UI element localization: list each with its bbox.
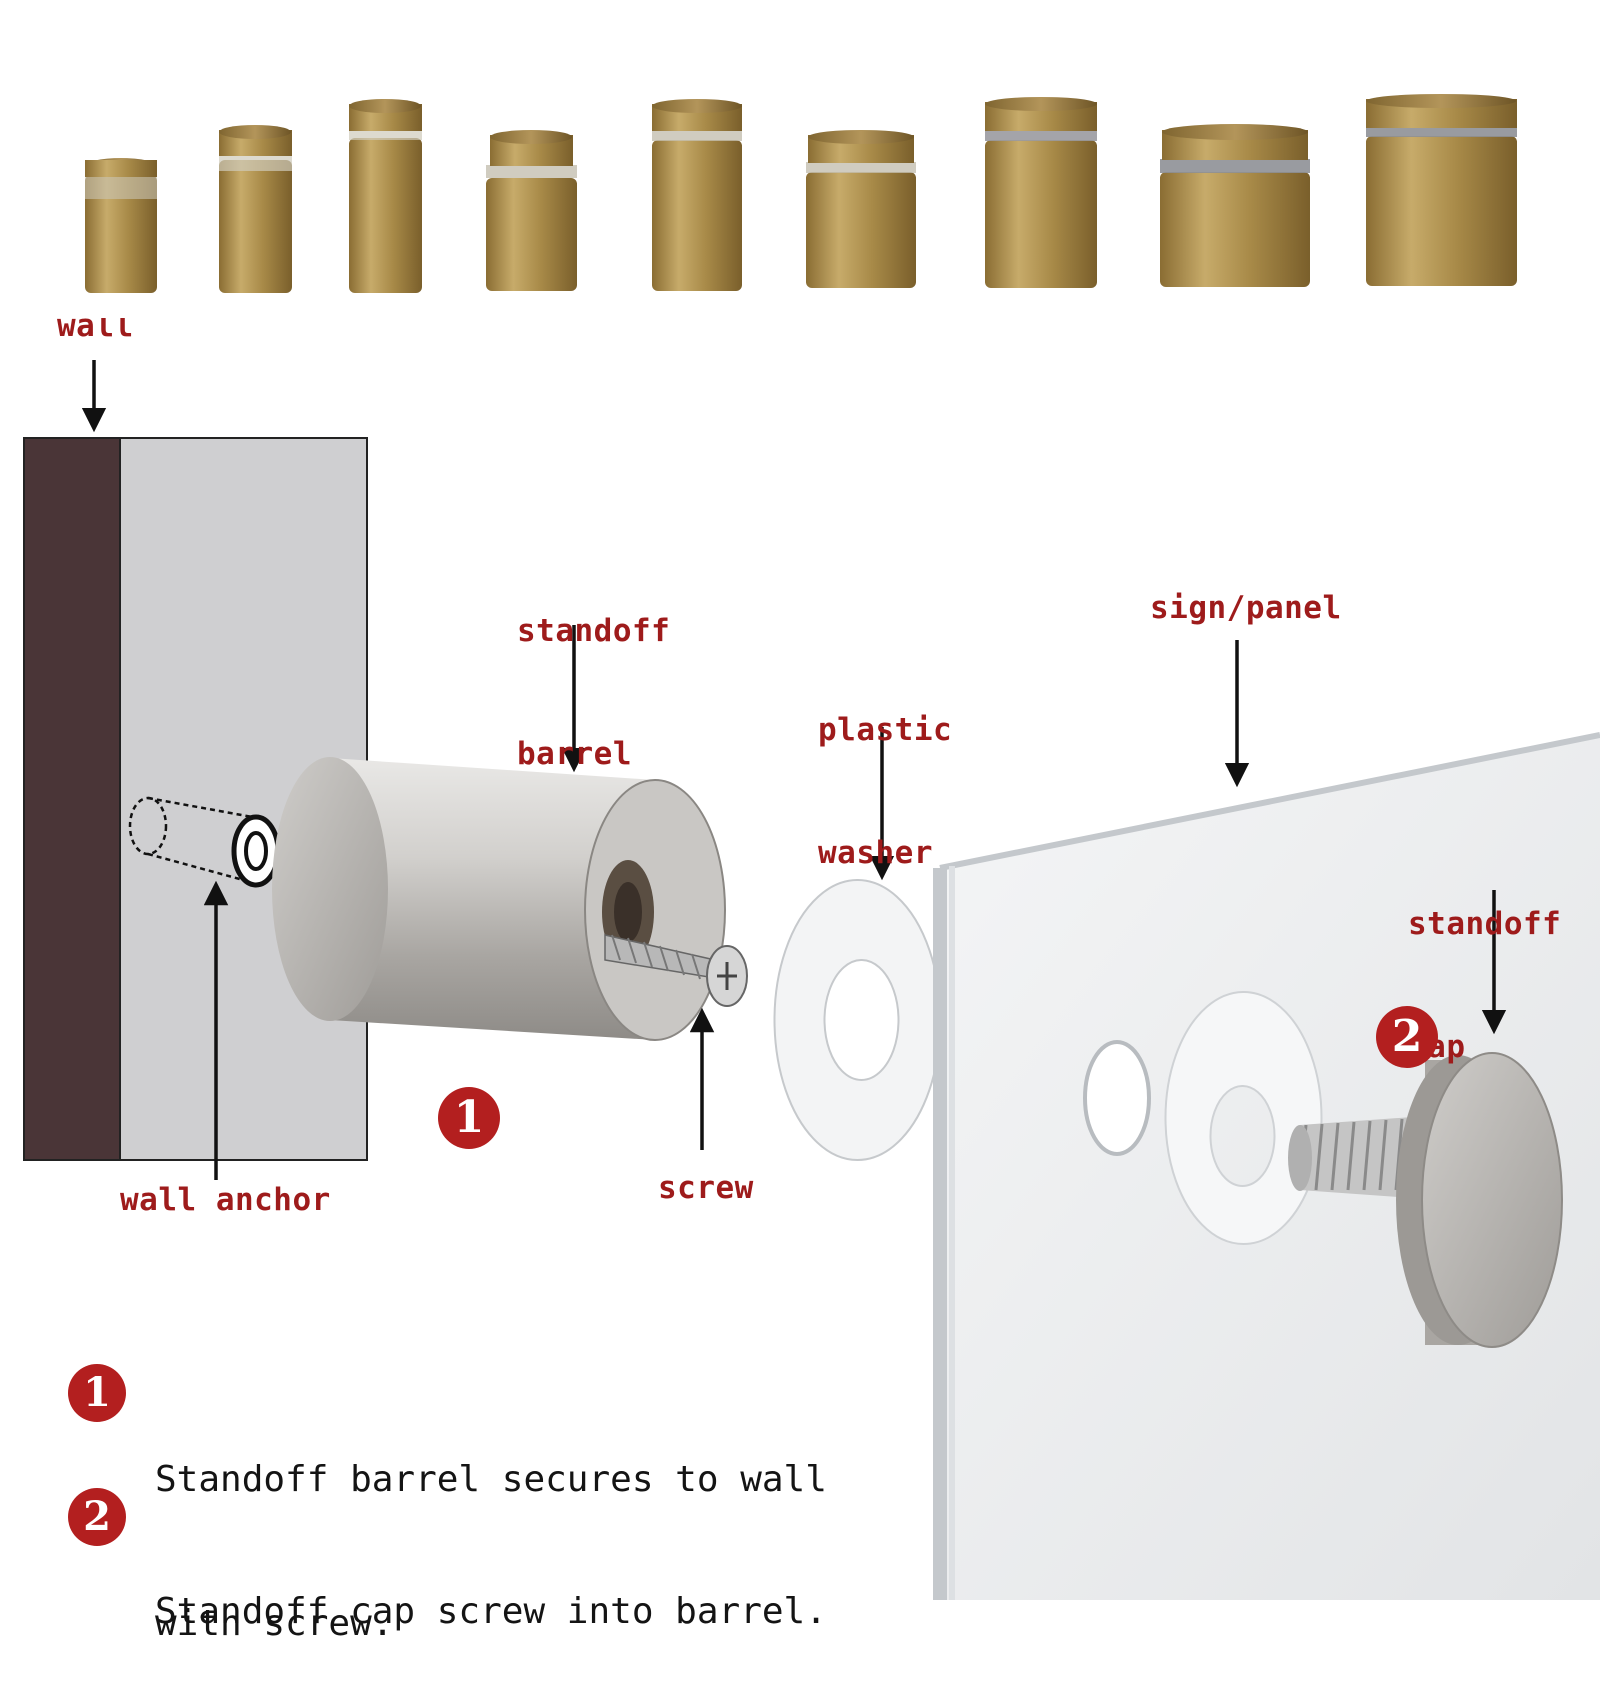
- label-screw: screw: [658, 1170, 754, 1206]
- plastic-washer-illustration: [773, 879, 942, 1161]
- label-plastic-washer-line1: plastic: [818, 712, 953, 748]
- step-1-text: Standoff barrel secures to wall with scr…: [155, 1360, 827, 1696]
- label-wall: wall: [57, 308, 134, 344]
- label-sign-panel: sign/panel: [1150, 590, 1342, 626]
- brass-standoff-2: [219, 125, 292, 293]
- brass-standoff-8: [1160, 124, 1310, 287]
- brass-standoff-7: [985, 97, 1097, 288]
- label-standoff-barrel-line1: standoff: [517, 613, 671, 649]
- step-2-line1: Standoff cap screw into barrel.: [155, 1591, 827, 1632]
- standoff-diagram: [23, 94, 1600, 1600]
- brass-standoff-5: [652, 99, 742, 291]
- brass-standoff-1: [85, 158, 157, 293]
- label-wall-anchor: wall anchor: [120, 1182, 331, 1218]
- step-1-line1: Standoff barrel secures to wall: [155, 1459, 827, 1500]
- step-badge-icon-2: 2: [1376, 1006, 1438, 1068]
- step-2-badge-icon: 2: [68, 1488, 126, 1546]
- step-2-text: Standoff cap screw into barrel.: [155, 1492, 827, 1684]
- screw-illustration: [604, 934, 748, 1007]
- wall-block: [23, 437, 368, 1161]
- label-standoff-barrel: standoff barrel: [517, 529, 670, 816]
- standoff-barrel-illustration: [272, 757, 726, 1041]
- brass-standoff-3: [349, 99, 422, 293]
- standoff-cap-illustration: [1288, 1052, 1563, 1348]
- step-1-badge-icon: 1: [68, 1364, 126, 1422]
- label-plastic-washer-line2: washer: [818, 835, 933, 871]
- brass-standoff-9: [1366, 94, 1517, 286]
- label-plastic-washer: plastic washer: [818, 628, 952, 915]
- brass-standoff-4: [486, 130, 577, 291]
- brass-standoff-6: [806, 130, 916, 288]
- arrows: [81, 360, 1507, 1180]
- label-standoff-cap-line1: standoff: [1408, 906, 1562, 942]
- wall-anchor-hole: [128, 796, 281, 888]
- sign-panel-illustration: [933, 732, 1600, 1600]
- label-standoff-cap: standoff cap: [1408, 822, 1561, 1109]
- step-badge-icon-1: 1: [438, 1087, 500, 1149]
- label-standoff-barrel-line2: barrel: [517, 736, 632, 772]
- brass-standoff-row: [85, 94, 1517, 293]
